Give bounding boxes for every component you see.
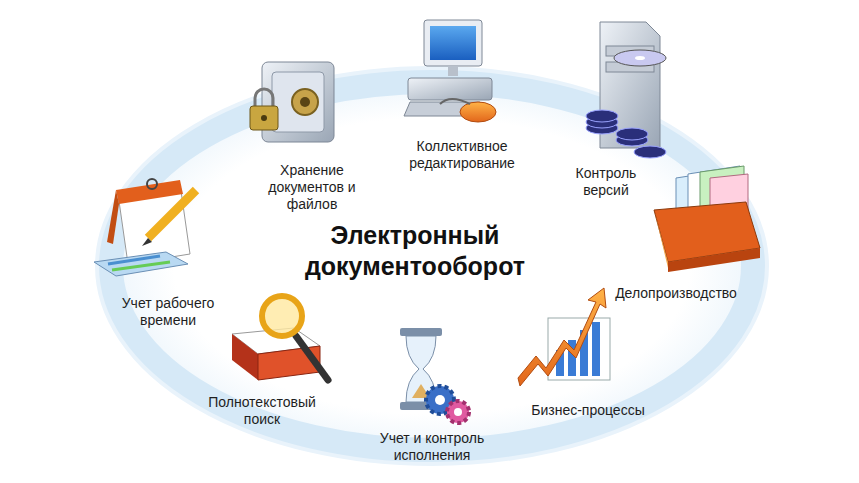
- feature-label: Коллективное редактирование: [387, 138, 537, 172]
- feature-label: Хранение документов и файлов: [242, 162, 382, 213]
- computer-icon: [404, 20, 496, 122]
- folder-box-icon: [654, 166, 760, 272]
- cd-drive-icon: [586, 22, 666, 158]
- feature-label: Полнотекстовый поиск: [197, 394, 327, 428]
- feature-label: Бизнес-процессы: [518, 402, 658, 419]
- feature-label: Учет рабочего времени: [113, 295, 223, 329]
- diagram-title: Электронный документооборот: [280, 220, 550, 282]
- calendar-icon: [94, 179, 196, 276]
- search-icon: [232, 296, 328, 380]
- chart-icon: [518, 288, 610, 386]
- feature-label: Делопроизводство: [601, 285, 751, 302]
- feature-label: Контроль версий: [556, 165, 656, 199]
- ring-edge: [97, 68, 767, 464]
- feature-label: Учет и контроль исполнения: [357, 430, 507, 464]
- hourglass-icon: [400, 328, 469, 423]
- safe-icon: [250, 62, 334, 142]
